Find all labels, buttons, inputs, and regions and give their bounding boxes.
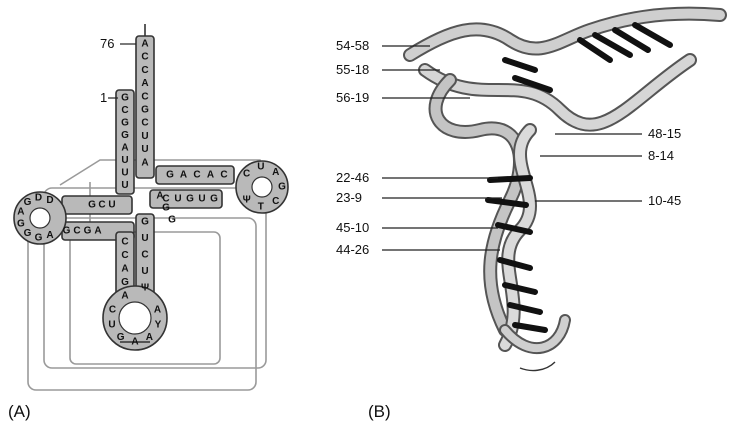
nucleotide-anticodon-left-4: A: [121, 291, 128, 302]
nucleotide-acceptor-5-4: A: [121, 143, 128, 154]
nucleotide-t-stem-bottom-0: C: [162, 194, 169, 205]
nucleotide-anticodon-right-2: C: [141, 250, 148, 261]
anticodon-loop-hole: [119, 302, 151, 334]
nucleotide-d-stem-top-2: G: [88, 200, 96, 211]
nucleotide-acceptor-5-6: U: [121, 168, 128, 179]
pair-labels: 54-58 55-18 56-19 22-46 23-9 45-10 44-26 48-15 8…: [336, 38, 681, 257]
nucleotide-acceptor-5-2: G: [121, 118, 129, 129]
nucleotide-acceptor-5-5: U: [121, 155, 128, 166]
t-loop-hole: [252, 177, 272, 197]
nucleotide-d-loop-3: A: [17, 207, 24, 218]
nucleotide-t-stem-top-4: C: [220, 170, 227, 181]
nucleotide-anticodon-loop-2: G: [117, 332, 125, 343]
nucleotide-d-loop-7: A: [46, 230, 53, 241]
panel-b-label: (B): [368, 402, 391, 422]
nucleotide-t-stem-top-3: A: [207, 170, 214, 181]
nucleotide-variable-2: G: [168, 215, 176, 226]
nucleotide-acceptor-3-8: U: [141, 144, 148, 155]
panel-a-label: (A): [8, 402, 31, 422]
nucleotide-d-loop-0: D: [46, 195, 53, 206]
nucleotide-anticodon-right-4: Ψ: [141, 283, 149, 294]
nucleotide-anticodon-right-1: U: [141, 233, 148, 244]
pair-label-23-9: 23-9: [336, 190, 362, 205]
nucleotide-t-stem-bottom-4: G: [210, 194, 218, 205]
nucleotide-t-stem-bottom-3: U: [198, 194, 205, 205]
nucleotide-anticodon-left-2: A: [121, 264, 128, 275]
pair-label-44-26: 44-26: [336, 242, 369, 257]
nucleotide-anticodon-left-1: C: [121, 250, 128, 261]
label-1: 1: [100, 90, 107, 105]
ribbon-backbone: [410, 14, 720, 348]
nucleotide-acceptor-5-3: G: [121, 130, 129, 141]
nucleotide-t-loop-0: C: [243, 169, 250, 180]
pair-label-45-10: 45-10: [336, 220, 369, 235]
nucleotide-t-stem-top-2: C: [193, 170, 200, 181]
nucleotide-t-stem-bottom-1: U: [174, 194, 181, 205]
nucleotide-acceptor-5-0: G: [121, 93, 129, 104]
pair-label-8-14: 8-14: [648, 148, 674, 163]
d-loop-hole: [30, 208, 50, 228]
tertiary-structure-diagram: 54-58 55-18 56-19 22-46 23-9 45-10 44-26 48-15 8…: [330, 0, 741, 425]
nucleotide-anticodon-loop-1: U: [108, 319, 115, 330]
nucleotide-d-loop-6: G: [35, 232, 43, 243]
nucleotide-acceptor-3-4: C: [141, 91, 148, 102]
anticodon-bracket: [520, 362, 555, 370]
nucleotide-acceptor-3-2: C: [141, 65, 148, 76]
nucleotide-t-loop-1: U: [257, 162, 264, 173]
nucleotide-anticodon-loop-4: A: [146, 332, 153, 343]
nucleotide-d-loop-1: D: [35, 193, 42, 204]
nucleotide-t-stem-bottom-2: G: [186, 194, 194, 205]
panel-b-3d-structure: 54-58 55-18 56-19 22-46 23-9 45-10 44-26 48-15 8…: [330, 0, 741, 425]
nucleotide-d-stem-top-1: C: [98, 200, 105, 211]
nucleotide-d-loop-2: G: [24, 197, 32, 208]
label-76: 76: [100, 36, 114, 51]
nucleotide-t-loop-5: T: [258, 201, 264, 212]
nucleotide-anticodon-loop-5: Y: [155, 319, 162, 330]
nucleotide-d-stem-bottom-2: C: [73, 226, 80, 237]
nucleotide-anticodon-right-0: G: [141, 217, 149, 228]
nucleotide-t-loop-2: A: [272, 167, 279, 178]
nucleotide-acceptor-3-5: G: [141, 105, 149, 116]
nucleotide-d-stem-bottom-3: G: [63, 226, 71, 237]
nucleotide-acceptor-5-7: U: [121, 180, 128, 191]
nucleotide-t-stem-top-0: G: [166, 170, 174, 181]
nucleotide-t-loop-4: C: [272, 196, 279, 207]
pair-label-54-58: 54-58: [336, 38, 369, 53]
nucleotide-d-stem-bottom-1: G: [84, 226, 92, 237]
nucleotide-d-stem-top-0: U: [108, 200, 115, 211]
nucleotide-acceptor-3-7: U: [141, 131, 148, 142]
backbone-shape: [14, 36, 288, 350]
pair-label-56-19: 56-19: [336, 90, 369, 105]
nucleotide-d-loop-5: G: [24, 228, 32, 239]
nucleotide-acceptor-5-1: C: [121, 105, 128, 116]
nucleotide-acceptor-3-0: A: [141, 39, 148, 50]
pair-label-55-18: 55-18: [336, 62, 369, 77]
pair-label-48-15: 48-15: [648, 126, 681, 141]
nucleotide-anticodon-loop-6: A: [154, 304, 161, 315]
nucleotide-anticodon-right-3: U: [141, 266, 148, 277]
nucleotide-t-loop-3: G: [278, 182, 286, 193]
nucleotide-acceptor-3-3: A: [141, 78, 148, 89]
nucleotide-anticodon-left-0: C: [121, 237, 128, 248]
nucleotide-t-stem-top-1: A: [180, 170, 187, 181]
nucleotide-acceptor-3-9: A: [141, 157, 148, 168]
nucleotide-anticodon-left-3: G: [121, 277, 129, 288]
pair-label-10-45: 10-45: [648, 193, 681, 208]
nucleotide-anticodon-loop-3: A: [131, 337, 138, 348]
nucleotide-t-loop-6: Ψ: [243, 194, 251, 205]
nucleotide-acceptor-3-1: C: [141, 52, 148, 63]
nucleotide-acceptor-3-6: C: [141, 118, 148, 129]
nucleotide-anticodon-loop-0: C: [109, 304, 116, 315]
nucleotide-d-stem-bottom-0: A: [94, 226, 101, 237]
pair-label-22-46: 22-46: [336, 170, 369, 185]
